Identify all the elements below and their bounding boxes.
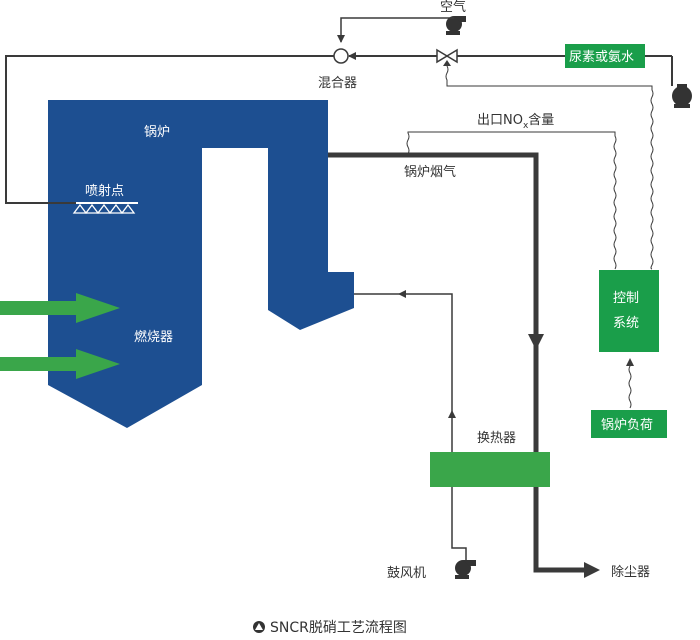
air-line bbox=[337, 17, 454, 43]
reagent-arrow bbox=[348, 52, 356, 60]
signal-line-control bbox=[445, 65, 654, 270]
nozzle-icon bbox=[72, 203, 136, 214]
outlet-nox-label: 出口NOx含量 bbox=[477, 112, 554, 131]
boiler-load-box bbox=[591, 410, 667, 438]
blower-icon bbox=[455, 560, 476, 579]
flue-gas-line bbox=[328, 152, 590, 573]
reagent-label: 尿素或氨水 bbox=[569, 50, 634, 65]
boiler-load-label: 锅炉负荷 bbox=[601, 417, 653, 433]
caption-text: SNCR脱硝工艺流程图 bbox=[270, 620, 407, 636]
dust-arrow bbox=[584, 562, 600, 578]
air-return-line bbox=[354, 293, 453, 452]
burner-arrow-icon bbox=[0, 293, 120, 379]
heat-exchanger-box bbox=[430, 452, 550, 487]
flue-gas-down-arrow bbox=[528, 334, 544, 350]
air-label: 空气 bbox=[440, 0, 466, 15]
burner-label: 燃烧器 bbox=[134, 329, 173, 345]
control-system-label-1: 控制 bbox=[613, 291, 639, 306]
mixer-label: 混合器 bbox=[318, 76, 357, 91]
flue-gas-label: 锅炉烟气 bbox=[404, 164, 456, 180]
signal-line-outlet-nox bbox=[406, 131, 617, 270]
air-fan-icon bbox=[446, 16, 466, 35]
boiler-label: 锅炉 bbox=[144, 124, 170, 140]
heat-exchanger-label: 换热器 bbox=[477, 431, 516, 446]
mixer-icon bbox=[333, 48, 349, 64]
signal-line-load bbox=[628, 360, 632, 409]
dust-removal-label: 除尘器 bbox=[611, 565, 650, 580]
blower-label: 鼓风机 bbox=[387, 566, 426, 581]
boiler-body bbox=[48, 100, 354, 428]
nozzle-label: 喷射点 bbox=[85, 183, 124, 199]
reagent-box bbox=[565, 44, 645, 68]
mixer-to-nozzle-line bbox=[5, 55, 330, 204]
pump-icon bbox=[672, 84, 692, 108]
control-system-label-2: 系统 bbox=[613, 316, 639, 331]
control-system-box bbox=[599, 270, 659, 352]
caption-icon bbox=[253, 621, 265, 633]
blower-line bbox=[451, 487, 467, 560]
valve-icon bbox=[436, 48, 458, 64]
